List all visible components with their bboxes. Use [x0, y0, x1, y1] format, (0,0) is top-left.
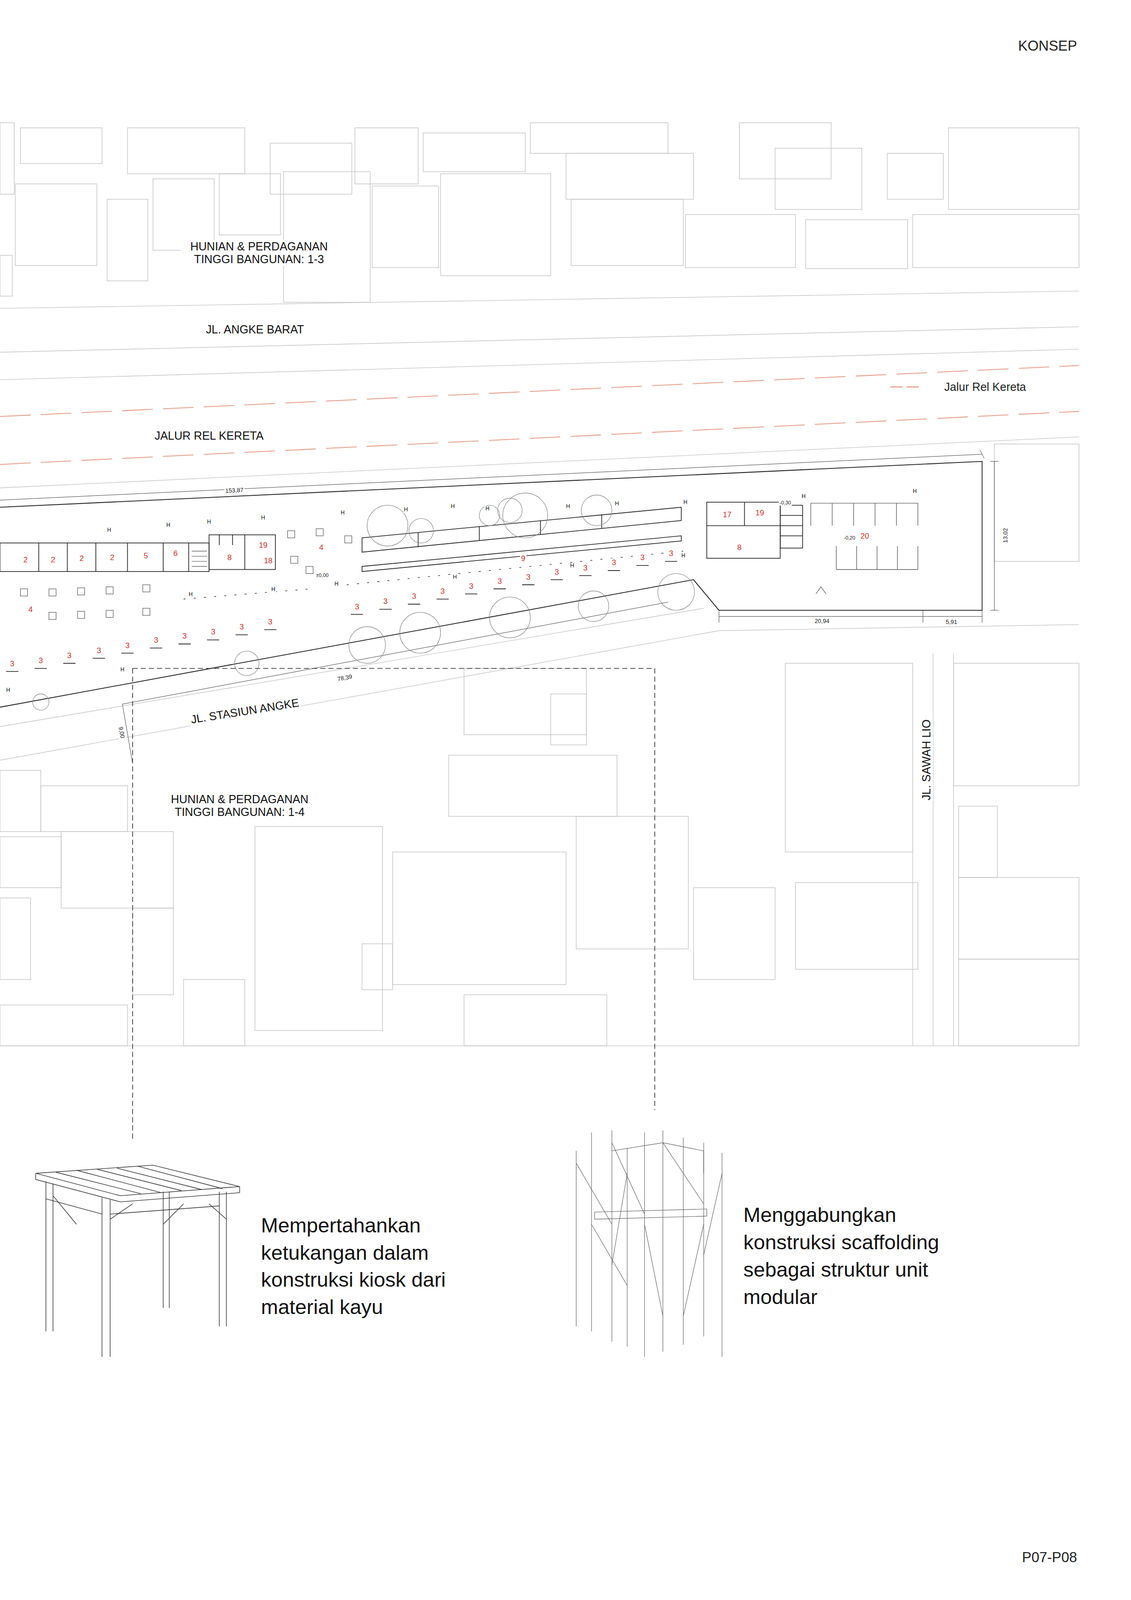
kiosk-number: 3: [124, 641, 131, 651]
room-number: 19: [754, 508, 766, 518]
room-number: 5: [142, 551, 149, 561]
kiosk-number: 3: [267, 617, 274, 627]
page-title: KONSEP: [1017, 37, 1079, 55]
kiosk-number: 3: [238, 622, 245, 633]
room-number: 8: [226, 553, 233, 563]
kiosk-number: 3: [525, 572, 532, 582]
lamp-symbol: H: [569, 562, 576, 570]
zone-label: HUNIAN & PERDAGANAN TINGGI BANGUNAN: 1-3: [180, 239, 338, 267]
concept-caption: Mempertahankan ketukangan dalam konstruk…: [259, 1211, 463, 1321]
kiosk-markers: [346, 550, 684, 585]
kiosk-number: 3: [553, 567, 560, 577]
kiosk-units: [5, 561, 677, 672]
room-number: 9: [519, 554, 526, 564]
kiosk-number: 3: [439, 586, 446, 597]
room-number: 4: [27, 605, 34, 615]
legend-sample: [890, 386, 924, 388]
kiosk-number: 3: [353, 602, 360, 612]
kiosk-number: 3: [210, 627, 217, 638]
kiosk-number: 3: [410, 591, 417, 602]
lamp-symbol: H: [800, 493, 807, 500]
trees: [32, 492, 695, 711]
room-number: 2: [78, 554, 85, 564]
lamp-symbol: H: [187, 591, 194, 598]
kiosk-number: 3: [382, 597, 389, 607]
lamp-symbol: H: [165, 522, 172, 529]
cafe-tables: [20, 528, 353, 620]
room-number: 8: [736, 543, 743, 553]
elevation-mark: ±0,00: [315, 572, 330, 579]
lamp-symbol: H: [680, 552, 687, 560]
lamp-symbol: H: [912, 488, 919, 495]
lamp-symbol: H: [333, 581, 340, 588]
kiosk-number: 3: [95, 646, 102, 656]
room-number: 20: [859, 531, 871, 541]
road-lines: [0, 290, 1080, 1046]
kiosk-number: 3: [9, 659, 16, 669]
kiosk-number: 3: [668, 549, 675, 559]
parking-stalls: [810, 503, 919, 594]
wooden-kiosk-illustration: [35, 1165, 240, 1357]
room-number: 4: [318, 543, 325, 553]
lamp-symbol: H: [339, 509, 346, 517]
lamp-symbol: H: [451, 574, 458, 581]
kiosk-markers: [183, 588, 312, 599]
lamp-symbol: H: [5, 687, 12, 694]
dimension: 20,94: [813, 617, 831, 625]
street-name: JL. ANGKE BARAT: [205, 322, 306, 337]
kiosk-number: 3: [496, 576, 503, 587]
street-name: JL. STASIUN ANGKE: [188, 695, 301, 727]
kiosk-number: 3: [582, 563, 589, 573]
legend-text: Jalur Rel Kereta: [943, 379, 1028, 394]
room-number: 2: [50, 555, 57, 565]
lamp-symbol: H: [270, 586, 277, 593]
kiosk-number: 3: [66, 651, 73, 661]
rail-label: JALUR REL KERETA: [153, 429, 265, 443]
elevation-mark: -0,20: [842, 534, 857, 541]
room-number: 6: [172, 549, 179, 559]
kiosk-number: 3: [467, 581, 474, 592]
scaffolding-illustration: [575, 1130, 722, 1357]
stairs: [191, 550, 208, 567]
kiosk-number: 3: [639, 553, 646, 563]
rail-track: [0, 365, 1080, 465]
lamp-symbol: H: [206, 518, 213, 526]
page-number: P07-P08: [1021, 1549, 1079, 1566]
lamp-symbol: H: [403, 506, 410, 514]
elevation-mark: -0,30: [778, 499, 792, 506]
lamp-symbol: H: [450, 503, 457, 511]
room-number: 2: [22, 555, 29, 565]
kiosk-number: 3: [37, 656, 44, 666]
room-number: 19: [257, 541, 269, 551]
room-number: 2: [108, 553, 115, 563]
callout-frame: [132, 668, 655, 1141]
context-buildings: [0, 122, 1080, 1046]
dimension: 9,00: [116, 725, 126, 740]
lamp-symbol: H: [119, 666, 126, 674]
lamp-symbol: H: [614, 500, 621, 508]
kiosk-number: 3: [152, 636, 159, 646]
kiosk-number: 3: [610, 558, 617, 568]
lamp-symbol: H: [682, 499, 689, 507]
dimension: 153,87: [224, 486, 245, 495]
dimension-lines: [0, 450, 999, 764]
room-number: 17: [721, 510, 733, 520]
lamp-symbol: H: [565, 503, 571, 511]
dimension: 78,39: [336, 673, 354, 683]
lamp-symbol: H: [260, 514, 267, 522]
kiosk-number: 3: [181, 632, 188, 642]
dimension: 5,91: [944, 618, 959, 626]
site-buildings: [0, 502, 803, 572]
concept-caption: Menggabungkan konstruksi scaffolding seb…: [742, 1201, 945, 1311]
room-number: 18: [263, 556, 274, 566]
dimension: 13,02: [1001, 527, 1009, 545]
lamp-symbol: H: [106, 527, 113, 534]
zone-label: HUNIAN & PERDAGANAN TINGGI BANGUNAN: 1-4: [161, 792, 319, 820]
lamp-symbol: H: [484, 505, 491, 513]
site-boundary: [0, 461, 983, 708]
street-name: JL. SAWAH LIO: [919, 718, 933, 801]
